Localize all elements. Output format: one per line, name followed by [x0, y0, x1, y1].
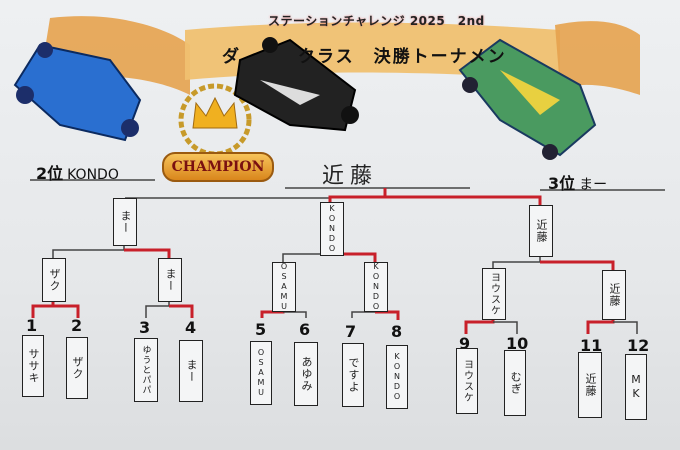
semifinal-box: まー: [113, 198, 137, 246]
player-box: OSAMU: [250, 341, 272, 405]
seed-number: 7: [345, 322, 357, 341]
seed-number: 4: [185, 318, 197, 337]
seed-number: 12: [627, 336, 650, 355]
player-box: ヨウスケ: [456, 348, 478, 414]
second-place-label: 2位: [36, 164, 64, 183]
event-title: ダ クラス 決勝トーナメン: [222, 47, 507, 67]
round2-box: OSAMU: [272, 262, 296, 312]
seed-number: 6: [299, 320, 311, 339]
player-box: KONDO: [386, 345, 408, 409]
crown-laurel-icon: [178, 83, 252, 157]
player-box: あゆみ: [294, 342, 318, 406]
champion-badge: CHAMPION: [162, 152, 274, 182]
third-place-label: 3位: [548, 174, 576, 193]
round2-box: ヨウスケ: [482, 268, 506, 320]
third-place: 3位まー: [548, 170, 607, 194]
round2-box: 近藤: [602, 270, 626, 320]
player-box: 近藤: [578, 352, 602, 418]
semifinal-box: 近藤: [529, 205, 553, 257]
blue-car-image: [13, 42, 142, 142]
seed-number: 3: [139, 318, 151, 337]
seed-number: 1: [26, 316, 38, 335]
seed-number: 10: [506, 334, 529, 353]
semifinal-box: KONDO: [320, 202, 344, 256]
seed-number: 9: [459, 334, 471, 353]
second-place-name: KONDO: [67, 167, 119, 183]
seed-number: 2: [71, 316, 83, 335]
player-box: ですよ: [342, 343, 364, 407]
player-box: ゆうとパパ: [134, 338, 158, 402]
event-subtitle: ステーションチャレンジ 2025 2nd: [268, 14, 485, 28]
third-place-name: まー: [579, 177, 608, 193]
player-box: むぎ: [504, 350, 526, 416]
player-box: MK: [625, 354, 647, 420]
player-box: ササキ: [22, 335, 44, 397]
round2-box: まー: [158, 258, 182, 302]
player-box: まー: [179, 340, 203, 402]
round2-box: ザク: [42, 258, 66, 302]
round2-box: KONDO: [364, 262, 388, 312]
seed-number: 8: [391, 322, 403, 341]
champion-name: 近藤: [322, 164, 379, 189]
seed-number: 5: [255, 320, 267, 339]
green-car-image: [458, 38, 597, 160]
player-box: ザク: [66, 337, 88, 399]
seed-number: 11: [580, 336, 603, 355]
black-car-image: [233, 37, 359, 132]
